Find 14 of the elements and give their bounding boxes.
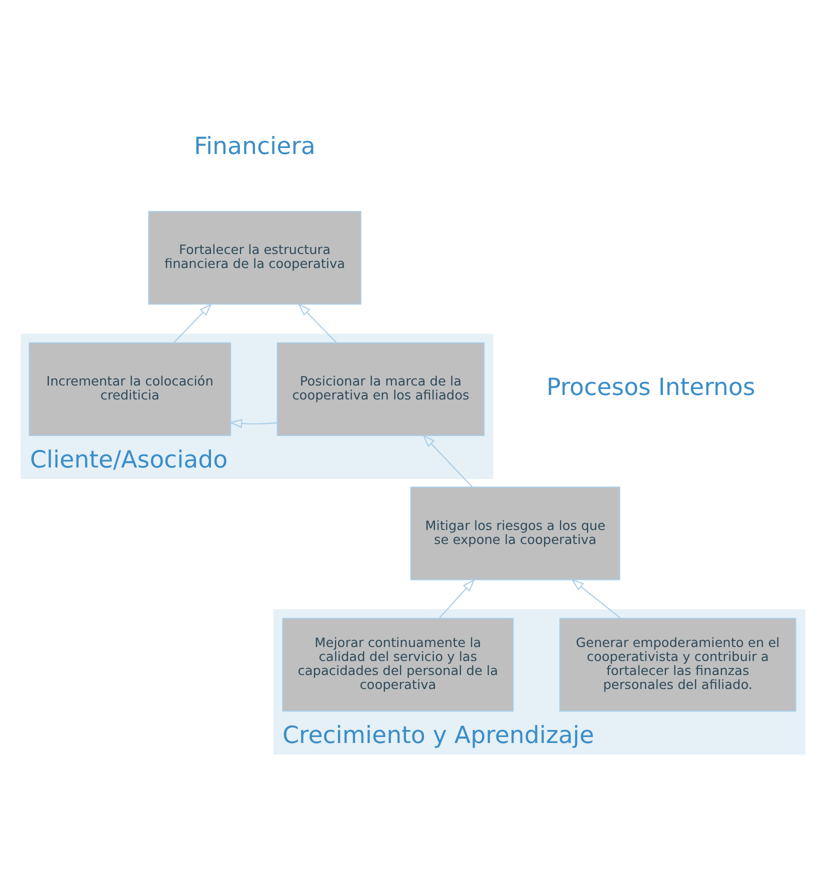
node-box: Incrementar la colocación crediticia [28, 342, 232, 436]
node-box: Generar empoderamiento en el cooperativista y contribuir a fortalecer las finanzas personales del afiliado. [559, 618, 796, 712]
arrow [438, 578, 475, 618]
node-box: Posicionar la marca de la cooperativa en los afiliados [276, 342, 485, 436]
arrow [174, 303, 212, 343]
node-box: Mitigar los riesgos a los que se expone la cooperativa [410, 486, 620, 580]
node-box: Mejorar continuamente la calidad del servicio y las capacidades del personal de la cooperativa [282, 618, 514, 712]
arrow [571, 578, 621, 619]
node-box: Fortalecer la estructura financiera de la cooperativa [148, 211, 362, 305]
arrow [229, 419, 278, 428]
arrow [298, 303, 337, 343]
arrow [422, 434, 473, 488]
label: Procesos Internos [546, 373, 756, 402]
label: Financiera [194, 132, 316, 160]
